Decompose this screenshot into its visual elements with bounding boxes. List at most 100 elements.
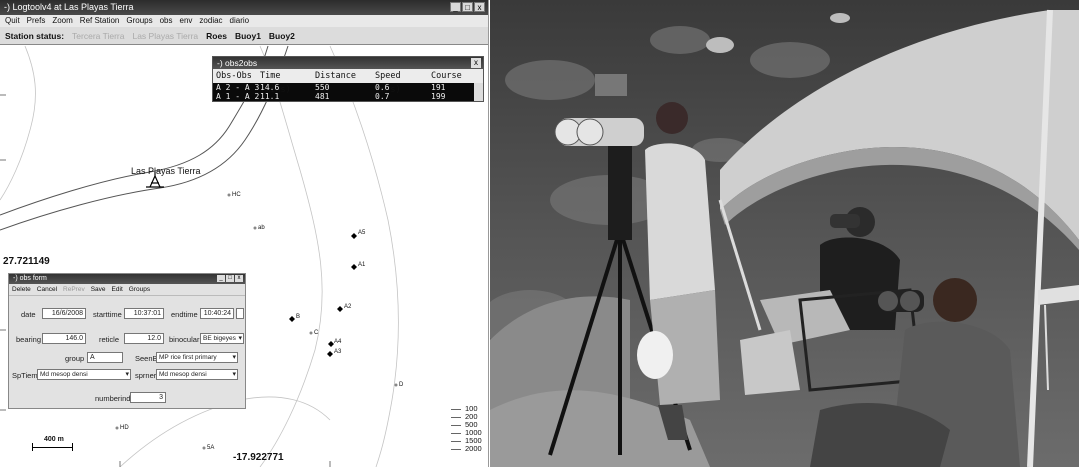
obs-form-minimize-button[interactable]: _	[217, 275, 225, 282]
form-menu-edit[interactable]: Edit	[111, 286, 123, 293]
station-status-bar: Station status: Tercera Tierra Las Playa…	[0, 27, 488, 45]
point-c-marker[interactable]	[309, 331, 313, 335]
scale-label: 400 m	[44, 436, 64, 443]
endtime-label: endtime	[171, 310, 198, 319]
cell-speed: 0.6	[375, 83, 390, 92]
maximize-button[interactable]: □	[462, 2, 473, 12]
station-buoy1[interactable]: Buoy1	[234, 31, 261, 41]
point-d-marker[interactable]	[394, 383, 398, 387]
reticle-field[interactable]: 12.0	[124, 333, 164, 344]
station-buoy2[interactable]: Buoy2	[268, 31, 295, 41]
table-row[interactable]: A 2 - A 3 14.6 550 0.6 191	[213, 83, 483, 92]
obs2obs-scrollbar[interactable]	[474, 83, 483, 101]
cell-obs-obs: A 1 - A 2	[216, 92, 260, 101]
group-label: group	[65, 354, 85, 363]
numberind-field[interactable]: 3	[130, 392, 166, 403]
obs-form-window: -) obs form _ □ x Delete Cancel RePrev S…	[8, 273, 246, 409]
seenby-label: SeenBy	[135, 354, 162, 363]
obs2obs-panel: -) obs2obs x Obs-Obs Time (mins) Distanc…	[212, 56, 484, 102]
station-roes[interactable]: Roes	[206, 31, 227, 41]
starttime-label: starttime	[93, 310, 122, 319]
legend-100: 100	[465, 404, 478, 413]
point-label-ab: ab	[258, 225, 265, 231]
cell-course: 191	[431, 83, 446, 92]
minimize-button[interactable]: _	[450, 2, 461, 12]
endtime-now-button[interactable]	[236, 308, 244, 319]
observers-photo	[490, 0, 1079, 467]
menu-ref-station[interactable]: Ref Station	[79, 16, 120, 25]
obs-form-close-button[interactable]: x	[235, 275, 243, 282]
sptiems-select[interactable]: Md mesop densi	[37, 369, 131, 380]
latitude-label: 27.721149	[3, 256, 50, 267]
numberind-label: numberind	[95, 394, 131, 403]
form-menu-delete[interactable]: Delete	[12, 286, 31, 293]
starttime-field[interactable]: 10:37:01	[124, 308, 164, 319]
col-speed: Speed (m/s)	[375, 71, 401, 95]
col-time: Time (mins)	[260, 71, 291, 95]
date-field[interactable]: 16/6/2008	[42, 308, 86, 319]
obs-form-menu: Delete Cancel RePrev Save Edit Groups	[9, 284, 245, 296]
sprner-label: sprner	[135, 371, 157, 380]
obs-form-title-bar: -) obs form _ □ x	[9, 274, 245, 284]
point-b-marker[interactable]	[289, 316, 295, 322]
cell-time: 11.1	[260, 92, 280, 101]
obs2obs-title-bar: -) obs2obs x	[213, 57, 483, 69]
legend-500: 500	[465, 420, 478, 429]
menu-groups[interactable]: Groups	[126, 16, 153, 25]
menu-diario[interactable]: diario	[229, 16, 250, 25]
point-label-hc: HC	[232, 192, 241, 198]
station-status-label: Station status:	[5, 31, 65, 41]
window-title: -) Logtoolv4 at Las Playas Tierra	[4, 2, 134, 12]
sprner-select[interactable]: Md mesop densi	[156, 369, 238, 380]
obs-form-maximize-button[interactable]: □	[226, 275, 234, 282]
station-label: Las Playas Tierra	[131, 166, 201, 176]
point-label-5a: 5A	[207, 445, 215, 451]
table-row[interactable]: A 1 - A 2 11.1 481 0.7 199	[213, 92, 483, 101]
close-button[interactable]: x	[474, 2, 485, 12]
point-label-a2: A2	[344, 304, 352, 310]
point-a5-marker[interactable]	[351, 233, 357, 239]
legend-1000: 1000	[465, 428, 482, 437]
menu-prefs[interactable]: Prefs	[26, 16, 46, 25]
form-menu-save[interactable]: Save	[90, 286, 106, 293]
sptiems-label: SpTiems	[12, 371, 42, 380]
obs2obs-title: -) obs2obs	[217, 58, 258, 68]
point-label-c: C	[314, 330, 319, 336]
point-a3-marker[interactable]	[327, 351, 333, 357]
point-5a-marker[interactable]	[202, 446, 206, 450]
station-las-playas-tierra: Las Playas Tierra	[132, 31, 199, 41]
point-a1-marker[interactable]	[351, 264, 357, 270]
station-tercera-tierra: Tercera Tierra	[72, 31, 125, 41]
point-label-a1: A1	[358, 262, 366, 268]
menu-zoom[interactable]: Zoom	[52, 16, 73, 25]
title-bar: -) Logtoolv4 at Las Playas Tierra _ □ x	[0, 0, 488, 15]
point-ab-marker[interactable]	[253, 226, 257, 230]
obs-form-title: -) obs form	[13, 275, 47, 282]
bearing-field[interactable]: 146.0	[42, 333, 86, 344]
menu-obs[interactable]: obs	[159, 16, 173, 25]
seenby-select[interactable]: MP rice first primary	[156, 352, 238, 363]
point-a2-marker[interactable]	[337, 306, 343, 312]
scale-bar	[32, 443, 73, 451]
station-tower-icon	[146, 172, 164, 188]
endtime-field[interactable]: 10:40:24	[200, 308, 234, 319]
col-distance: Distance (m)	[315, 71, 356, 95]
point-a4-marker[interactable]	[328, 341, 334, 347]
col-obs-obs: Obs-Obs	[216, 71, 252, 81]
cell-time: 14.6	[260, 83, 280, 92]
binocular-label: binocular	[169, 335, 200, 344]
point-hc-marker[interactable]	[227, 193, 231, 197]
menu-quit[interactable]: Quit	[5, 16, 20, 25]
point-hd-marker[interactable]	[115, 426, 119, 430]
legend-2000: 2000	[465, 444, 482, 453]
binocular-select[interactable]: BE bigeyes	[200, 333, 244, 344]
form-menu-cancel[interactable]: Cancel	[36, 286, 58, 293]
menu-env[interactable]: env	[179, 16, 193, 25]
menu-zodiac[interactable]: zodiac	[199, 16, 223, 25]
point-label-a3: A3	[334, 349, 342, 355]
obs2obs-close-button[interactable]: x	[471, 58, 481, 68]
cell-speed: 0.7	[375, 92, 390, 101]
group-field[interactable]: A	[87, 352, 123, 363]
form-menu-groups[interactable]: Groups	[128, 286, 151, 293]
legend-1500: 1500	[465, 436, 482, 445]
